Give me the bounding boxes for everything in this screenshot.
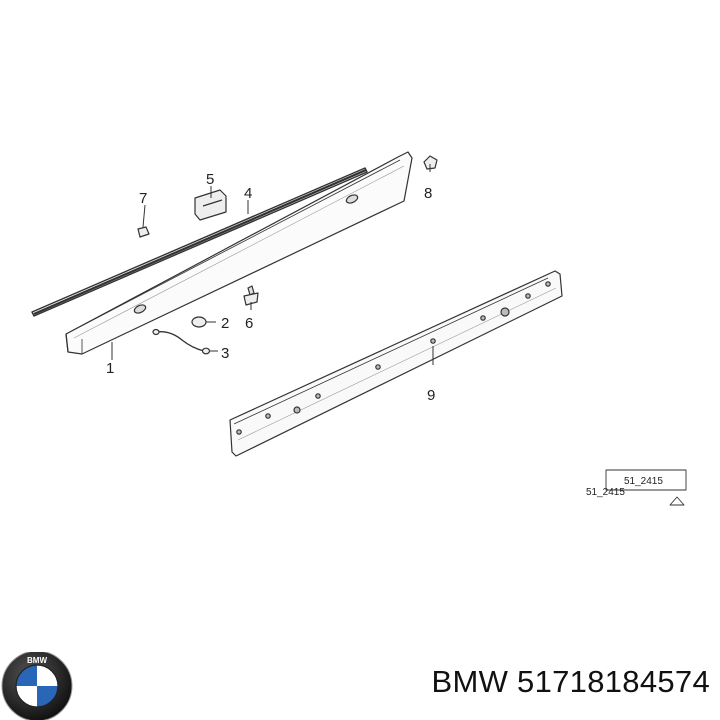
cable-part-3 xyxy=(152,328,211,355)
push-pin-part-6 xyxy=(243,285,259,306)
callout-7: 7 xyxy=(139,190,147,207)
bmw-roundel-icon: BMW xyxy=(1,652,73,720)
callout-5: 5 xyxy=(206,171,214,188)
part-caption: BMW 51718184574 xyxy=(431,664,710,699)
callout-4: 4 xyxy=(244,185,252,202)
grommet-part-2 xyxy=(191,316,207,328)
sill-trim-part-1 xyxy=(65,151,413,355)
leader-lines xyxy=(111,164,434,365)
callout-9: 9 xyxy=(427,387,435,404)
trim-strip-part-4 xyxy=(31,167,368,317)
callout-labels: 1 2 3 4 5 6 7 8 9 51_2415 51_2415 xyxy=(106,171,663,498)
clip-part-8 xyxy=(423,155,438,170)
reference-stamp xyxy=(605,469,687,506)
callout-6: 6 xyxy=(245,315,253,332)
stamp-boxed-code: 51_2415 xyxy=(624,476,663,487)
parts-diagram: 1 2 3 4 5 6 7 8 9 51_2415 51_2415 xyxy=(31,151,687,506)
bracket-part-5 xyxy=(194,189,227,221)
logo-text: BMW xyxy=(27,656,47,665)
stamp-plain-code: 51_2415 xyxy=(586,487,625,498)
callout-1: 1 xyxy=(106,360,114,377)
callout-8: 8 xyxy=(424,185,432,202)
sill-panel-part-9 xyxy=(229,270,563,457)
callout-3: 3 xyxy=(221,345,229,362)
clip-part-7 xyxy=(137,226,150,238)
callout-2: 2 xyxy=(221,315,229,332)
